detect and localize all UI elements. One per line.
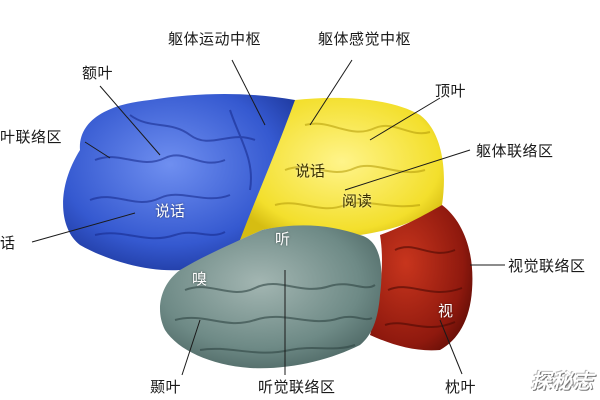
parietal-lobe-label: 顶叶 (435, 82, 467, 100)
occipital-lobe-region (370, 205, 473, 351)
speech-label-left: 话 (0, 234, 16, 252)
occipital-gyri (384, 246, 463, 328)
frontal-assoc-label: 叶联络区 (0, 128, 63, 146)
temporal-gyri (174, 283, 376, 354)
inner-smell: 嗅 (192, 270, 208, 288)
frontal-gyri (89, 109, 256, 240)
inner-speak-parietal: 说话 (295, 162, 326, 180)
parietal-lobe-region (240, 97, 444, 241)
occipital-lobe-label: 枕叶 (445, 378, 477, 396)
torso-motor-label: 躯体运动中枢 (168, 30, 262, 48)
inner-speak-frontal: 说话 (155, 202, 186, 220)
temporal-lobe-label: 颞叶 (150, 378, 182, 396)
torso-sensory-label: 躯体感觉中枢 (318, 30, 412, 48)
frontal-lobe-label: 额叶 (82, 64, 114, 82)
pointer-lines (31, 59, 505, 376)
inner-read: 阅读 (342, 192, 373, 210)
watermark-logo: 探秘志 (531, 369, 594, 393)
inner-see: 视 (438, 302, 454, 320)
auditory-assoc-label: 听觉联络区 (258, 378, 336, 396)
temporal-lobe-region (160, 225, 382, 369)
inner-hear: 听 (275, 230, 291, 248)
torso-assoc-label: 躯体联络区 (476, 142, 554, 160)
visual-assoc-label: 视觉联络区 (508, 257, 586, 275)
